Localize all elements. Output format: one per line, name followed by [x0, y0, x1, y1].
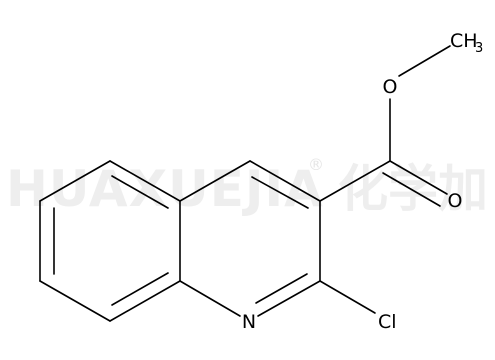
bond-c2-n1 — [257, 280, 321, 317]
bond-c5-c6 — [39, 160, 111, 202]
bond-c4a-c5-inner — [111, 175, 169, 209]
atom-nitrogen: N — [242, 311, 256, 333]
bond-c4-c3 — [249, 160, 321, 202]
bond-c7-c8 — [39, 280, 111, 322]
atom-labels: N Cl O O CH 3 — [242, 30, 483, 333]
bond-carbonyl-o-a — [389, 160, 448, 195]
atom-chlorine: Cl — [378, 311, 397, 333]
bond-layer — [39, 45, 451, 322]
watermark-registered-mark: ® — [308, 155, 324, 174]
atom-methyl-subscript: 3 — [475, 41, 483, 56]
bond-c4a-c5 — [109, 160, 181, 202]
watermark-cjk: 化学加 — [338, 160, 488, 218]
bond-c8-c8a-inner — [111, 272, 169, 306]
bond-c8a-n1 — [179, 280, 241, 317]
bond-c8-c8a — [109, 280, 181, 322]
bond-c4-c3-inner — [251, 176, 309, 209]
atom-methyl: CH — [450, 30, 478, 52]
bond-c2-n1-inner — [255, 273, 308, 304]
atom-ester-oxygen: O — [383, 76, 398, 98]
bond-c2-cl — [319, 280, 376, 314]
bond-c4a-c4 — [179, 160, 251, 202]
atom-carbonyl-oxygen: O — [448, 190, 463, 212]
bond-ester-o-methyl — [398, 45, 451, 77]
bond-carbonyl-o-b — [382, 172, 441, 207]
watermark-latin: HUAXUEJIA — [6, 160, 324, 218]
bond-c3-carbonyl — [319, 160, 391, 202]
watermark: HUAXUEJIA ® 化学加 — [6, 155, 488, 218]
